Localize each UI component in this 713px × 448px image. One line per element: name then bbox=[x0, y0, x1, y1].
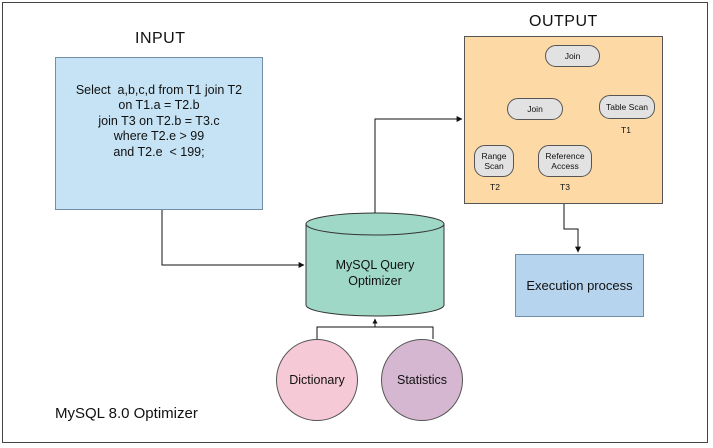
statistics-circle: Statistics bbox=[381, 339, 463, 421]
output-to-execution-arrow bbox=[563, 204, 581, 253]
optimizer-cylinder bbox=[305, 212, 445, 317]
execution-process-box: Execution process bbox=[515, 254, 644, 317]
sql-query-text: Select a,b,c,d from T1 join T2 on T1.a =… bbox=[75, 82, 243, 159]
query-to-optimizer-arrow bbox=[161, 210, 305, 268]
plan-node-reference-access: Reference Access bbox=[538, 145, 592, 177]
sql-query-box: Select a,b,c,d from T1 join T2 on T1.a =… bbox=[55, 57, 263, 210]
output-title: OUTPUT bbox=[529, 13, 598, 30]
table-label-t2: T2 bbox=[490, 182, 500, 192]
plan-node-table-scan: Table Scan bbox=[599, 95, 655, 119]
dictionary-connector bbox=[316, 326, 434, 339]
plan-node-join-inner: Join bbox=[507, 98, 563, 120]
statistics-label: Statistics bbox=[396, 373, 447, 387]
table-label-t3: T3 bbox=[560, 182, 570, 192]
dictionary-label: Dictionary bbox=[289, 373, 345, 387]
diagram-frame bbox=[2, 2, 708, 443]
dictionary-circle: Dictionary bbox=[276, 339, 358, 421]
input-title: INPUT bbox=[135, 30, 186, 47]
optimizer-to-output-arrow bbox=[374, 116, 463, 213]
execution-process-label: Execution process bbox=[526, 278, 633, 293]
plan-node-join-top: Join bbox=[545, 45, 600, 67]
table-label-t1: T1 bbox=[621, 125, 631, 135]
plan-node-range-scan: Range Scan bbox=[474, 145, 514, 177]
optimizer-label: MySQL Query Optimizer bbox=[335, 258, 415, 288]
diagram-caption: MySQL 8.0 Optimizer bbox=[55, 405, 198, 422]
